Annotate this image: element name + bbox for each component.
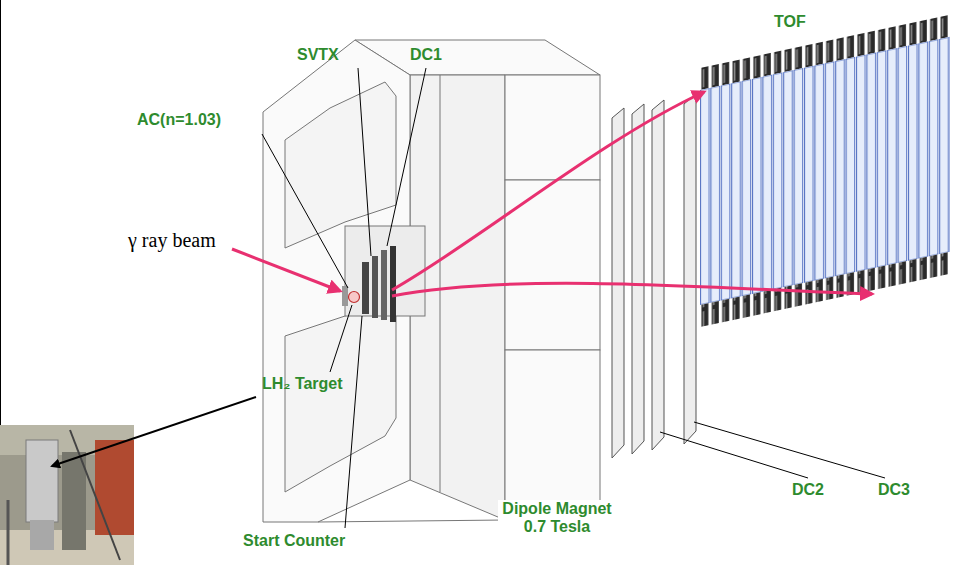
leader-lines <box>262 68 885 528</box>
part-label: Start Counter <box>243 532 345 550</box>
part-label: Dipole Magnet 0.7 Tesla <box>498 500 616 535</box>
part-label: DC1 <box>410 46 442 64</box>
frame-line <box>0 0 1 425</box>
part-label: AC(n=1.03) <box>137 111 221 129</box>
part-label: TOF <box>774 13 806 31</box>
pointer-arrow <box>52 397 256 466</box>
beam-label: γ ray beam <box>128 229 216 251</box>
drift-chambers <box>612 94 696 458</box>
part-label: LH₂ Target <box>262 375 343 393</box>
part-label: DC2 <box>792 481 824 499</box>
part-label: SVTX <box>297 46 339 64</box>
tof-wall <box>700 15 950 327</box>
particle-tracks <box>232 92 872 296</box>
part-label: DC3 <box>878 481 910 499</box>
